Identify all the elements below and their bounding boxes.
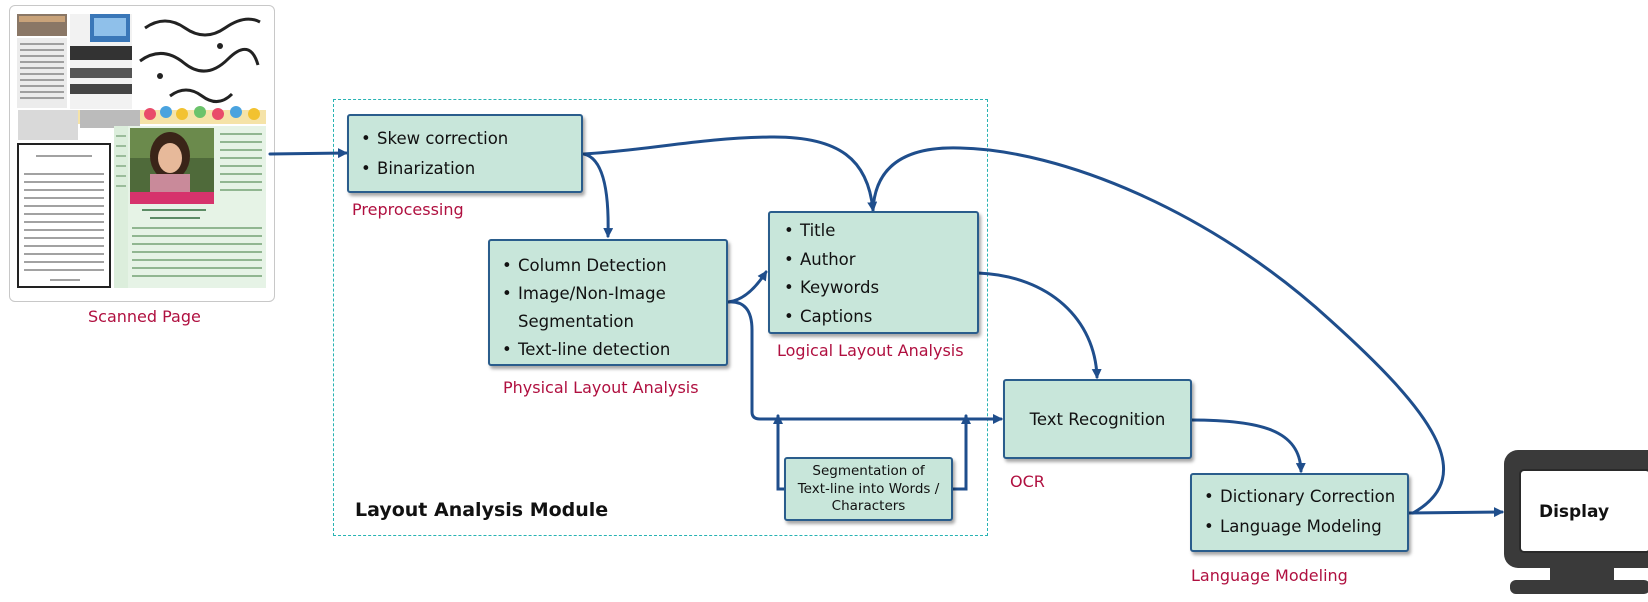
arrow-language-to-display — [1407, 507, 1504, 518]
display-monitor: Display — [1500, 446, 1648, 598]
arrow-physical-to-recognition — [726, 300, 1003, 424]
preprocessing-box: Skew correction Binarization — [347, 114, 583, 193]
language-item-dictionary: Dictionary Correction — [1204, 487, 1407, 517]
language-item-modeling: Language Modeling — [1204, 517, 1407, 536]
preprocessing-item-skew: Skew correction — [361, 129, 581, 159]
logical-item-keywords: Keywords — [784, 274, 977, 303]
scanned-page-image — [9, 5, 275, 302]
logical-item-author: Author — [784, 246, 977, 275]
segmentation-line-2: Text-line into Words / — [797, 480, 940, 497]
segmentation-box: Segmentation of Text-line into Words / C… — [784, 457, 953, 521]
language-modeling-caption: Language Modeling — [1191, 566, 1348, 585]
preprocessing-caption: Preprocessing — [352, 200, 464, 219]
physical-item-column-detection: Column Detection — [502, 252, 726, 280]
ocr-caption: OCR — [1010, 472, 1045, 491]
logical-item-captions: Captions — [784, 303, 977, 332]
arrow-recognition-to-language — [1189, 418, 1306, 473]
display-label: Display — [1538, 502, 1610, 522]
arrow-segmentation-up-right — [950, 414, 971, 491]
segmentation-line-1: Segmentation of — [812, 463, 925, 479]
layout-analysis-module-boundary — [333, 99, 988, 536]
physical-item-segmentation: Segmentation — [518, 312, 634, 331]
scanned-page-caption: Scanned Page — [88, 307, 201, 326]
arrow-scan-to-preprocessing — [268, 148, 348, 159]
physical-item-text-line: Text-line detection — [502, 336, 726, 364]
arrow-physical-to-logical — [726, 270, 768, 304]
physical-layout-caption: Physical Layout Analysis — [503, 378, 699, 397]
layout-analysis-module-title: Layout Analysis Module — [355, 499, 609, 521]
logical-item-title: Title — [784, 217, 977, 246]
preprocessing-item-binarization: Binarization — [361, 159, 581, 178]
newspaper-illustration — [17, 14, 266, 288]
physical-layout-box: Column Detection Image/Non-Image Segment… — [488, 239, 728, 366]
language-modeling-box: Dictionary Correction Language Modeling — [1190, 473, 1409, 552]
logical-layout-caption: Logical Layout Analysis — [777, 341, 964, 360]
text-recognition-box: Text Recognition — [1003, 379, 1192, 459]
arrow-preprocessing-to-physical — [582, 152, 614, 238]
monitor-icon — [1504, 450, 1648, 594]
arrow-segmentation-up-left — [773, 414, 787, 491]
segmentation-line-3: Characters — [831, 498, 906, 514]
physical-item-image-nonimage: Image/Non-Image — [502, 280, 726, 308]
arrow-display-loop-to-logical — [871, 146, 1445, 515]
text-recognition-label: Text Recognition — [1029, 409, 1166, 429]
logical-layout-box: Title Author Keywords Captions — [768, 211, 979, 334]
arrow-preprocessing-to-logical — [582, 135, 878, 212]
arrow-logical-to-recognition — [976, 271, 1102, 379]
